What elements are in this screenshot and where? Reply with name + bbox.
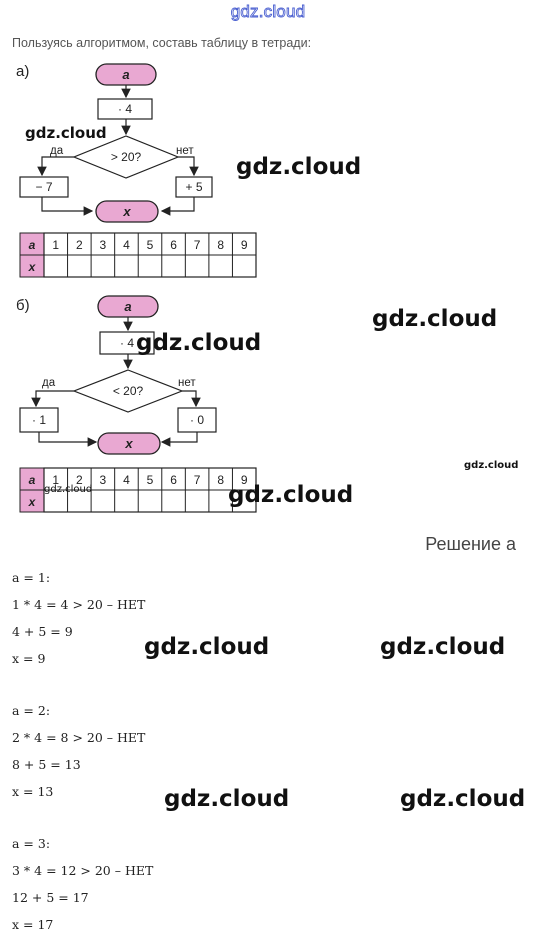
watermark: gdz.cloud [164,786,290,812]
watermark: gdz.cloud [372,306,498,332]
table-b-col-header: 6 [170,473,177,487]
watermark: gdz.cloud [236,154,362,180]
table-a-col-header: 5 [147,238,154,252]
end-node-b [97,432,161,455]
watermark: gdz.cloud [400,786,526,812]
table-a-col-header: 7 [194,238,201,252]
end-label-b: x [124,436,133,451]
decision-a [72,135,180,179]
op-box-b [99,331,155,355]
table-a-row1-label: a [29,238,36,252]
table-b-col-header: 4 [123,473,130,487]
table-b-col-header: 2 [76,473,83,487]
yes-label-b: да [42,377,56,389]
table-a-row2-label: x [28,260,37,274]
yes-op-box-a [19,176,69,198]
part-b-label: б) [16,297,30,314]
start-label-b: a [124,299,131,314]
watermark: gdz.cloud [44,484,93,495]
step-add: 12 + 5 = 17 [12,890,89,905]
yes-op-label-b: · 1 [32,413,46,427]
cond-label-a: > 20? [111,150,142,164]
cond-label-b: < 20? [113,384,144,398]
step-a-line: a = 3: [12,836,51,851]
table-a-col-header: 2 [76,238,83,252]
step-calc: 2 * 4 = 8 > 20 – НЕТ [12,730,146,745]
flowchart-b: б) a · 4 < 20? да нет · 1 · 0 x 1 2 3 4 5 6 7 8… [16,295,257,513]
part-a-label: а) [16,63,29,80]
watermark: gdz.cloud [464,460,519,471]
watermark: gdz.cloud [25,124,107,142]
step-result: x = 9 [12,651,46,666]
table-a: 1 2 3 4 5 6 7 8 9 a x [19,232,257,278]
yes-op-label-a: − 7 [35,180,52,194]
watermark: gdz.cloud [136,330,262,356]
table-b-row1-label: a [29,473,36,487]
yes-label-a: да [50,145,64,157]
no-label-b: нет [178,377,196,389]
table-a-col-header: 9 [241,238,248,252]
task-text: Пользуясь алгоритмом, составь таблицу в … [12,36,312,50]
op-label-b: · 4 [120,336,134,350]
table-b-col-header: 3 [100,473,107,487]
site-logo[interactable]: gdz.cloud [230,2,306,22]
end-label-a: x [122,204,131,219]
no-op-box-b [177,407,217,433]
table-b-col-header: 5 [147,473,154,487]
step-add: 4 + 5 = 9 [12,624,73,639]
watermark: gdz.cloud [228,482,354,508]
watermark: gdz.cloud [380,634,506,660]
table-a-col-header: 8 [217,238,224,252]
start-label-a: a [122,67,129,82]
op-box-a [97,98,153,120]
table-b-col-header: 1 [52,473,59,487]
table-a-col-header: 6 [170,238,177,252]
table-a-col-header: 1 [52,238,59,252]
table-a-col-header: 4 [123,238,130,252]
step-result: x = 17 [12,917,54,932]
no-op-label-a: + 5 [185,180,202,194]
solution-title: Решение а [425,534,516,554]
op-label-a: · 4 [118,102,132,116]
flowchart-a: а) a · 4 > 20? да нет − 7 + 5 x 1 2 3 4 5 6 7 8… [16,63,257,278]
no-op-label-b: · 0 [190,413,204,427]
watermark: gdz.cloud [144,634,270,660]
table-b-row2-label: x [28,495,37,509]
end-node-a [95,200,159,223]
table-b: 1 2 3 4 5 6 7 8 9 a x [19,467,257,513]
step-add: 8 + 5 = 13 [12,757,81,772]
step-calc: 3 * 4 = 12 > 20 – НЕТ [12,863,154,878]
yes-op-box-b [19,407,59,433]
step-result: x = 13 [12,784,54,799]
step-a-line: a = 1: [12,570,51,585]
no-label-a: нет [176,145,194,157]
table-b-col-header: 7 [194,473,201,487]
step-calc: 1 * 4 = 4 > 20 – НЕТ [12,597,146,612]
decision-b [72,369,184,413]
step-a-line: a = 2: [12,703,51,718]
table-b-col-header: 9 [241,473,248,487]
table-a-col-header: 3 [100,238,107,252]
table-b-col-header: 8 [217,473,224,487]
